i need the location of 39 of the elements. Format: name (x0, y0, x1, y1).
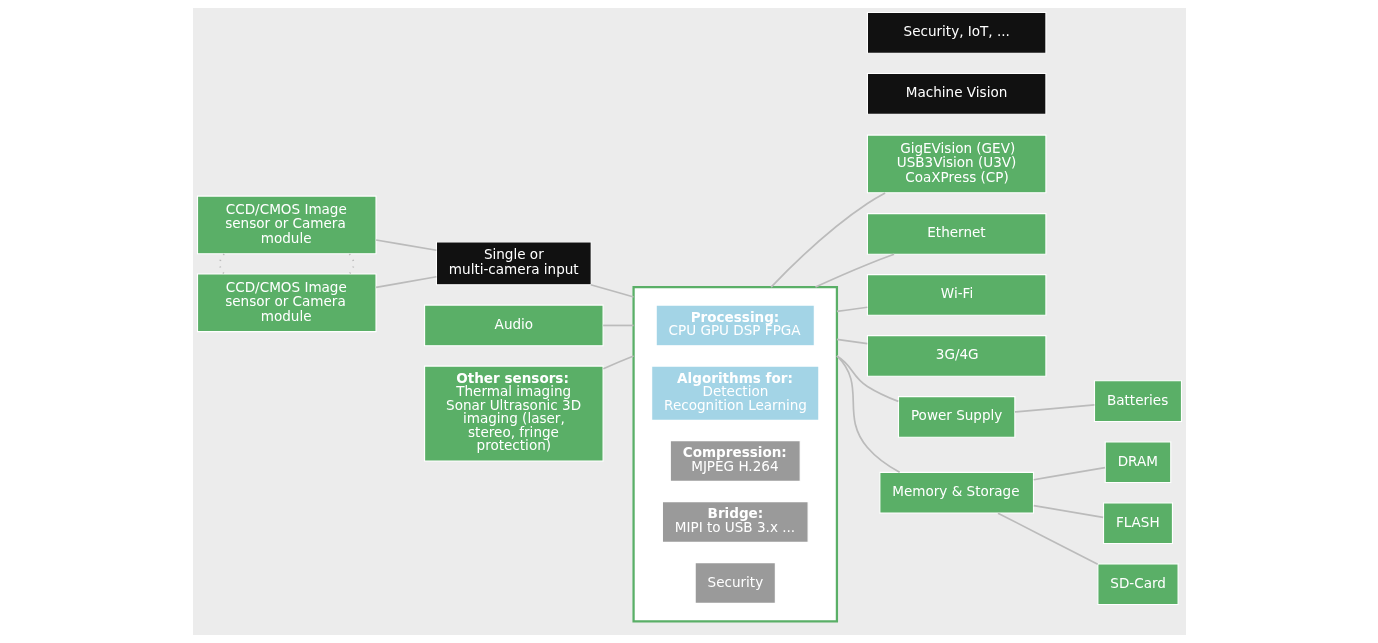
node-box: Security (694, 562, 776, 604)
connector (814, 253, 895, 288)
connector (218, 253, 225, 275)
node-box: DRAM (1104, 441, 1171, 484)
connector (769, 192, 886, 288)
node-box: Algorithms for: Detection Recognition Learning (650, 365, 819, 421)
connector (835, 355, 900, 474)
node-box: SD-Card (1096, 563, 1179, 606)
connector (835, 306, 868, 313)
node-box: Compression: MJPEG H.264 (669, 440, 801, 482)
node-box: Wi-Fi (866, 274, 1046, 316)
node-box: Processing: CPU GPU DSP FPGA (655, 304, 815, 347)
connector (996, 512, 1099, 565)
connector (601, 324, 634, 327)
node-box: GigEVision (GEV) USB3Vision (U3V) CoaXPress (CP) (866, 134, 1046, 194)
node-box: 3G/4G (866, 335, 1046, 377)
node-box: Security, IoT, ... (866, 11, 1046, 54)
connector (347, 253, 355, 275)
connector (374, 275, 437, 289)
node-box: Single or multi-camera input (435, 241, 592, 286)
connector (1032, 466, 1106, 481)
connector (1013, 404, 1095, 413)
node-box: FLASH (1102, 502, 1173, 545)
connector (589, 283, 634, 298)
node-box: Other sensors: Thermal imaging Sonar Ultrasonic 3D imaging (laser, stereo, fringe protection) (423, 365, 604, 462)
connector (1032, 504, 1104, 519)
node-box: Machine Vision (866, 72, 1046, 115)
node-box: CCD/CMOS Image sensor or Camera module (196, 195, 377, 255)
connector (374, 239, 437, 252)
node-box: Audio (423, 304, 604, 347)
node-box: Memory & Storage (878, 471, 1034, 514)
node-box: Power Supply (897, 396, 1015, 438)
connector (602, 355, 634, 370)
node-box: Batteries (1093, 380, 1182, 423)
cluster (631, 285, 838, 623)
node-box: CCD/CMOS Image sensor or Camera module (196, 273, 377, 333)
node-box: Bridge: MIPI to USB 3.x ... (661, 501, 809, 543)
connector (835, 338, 868, 345)
node-box: Ethernet (866, 213, 1046, 255)
